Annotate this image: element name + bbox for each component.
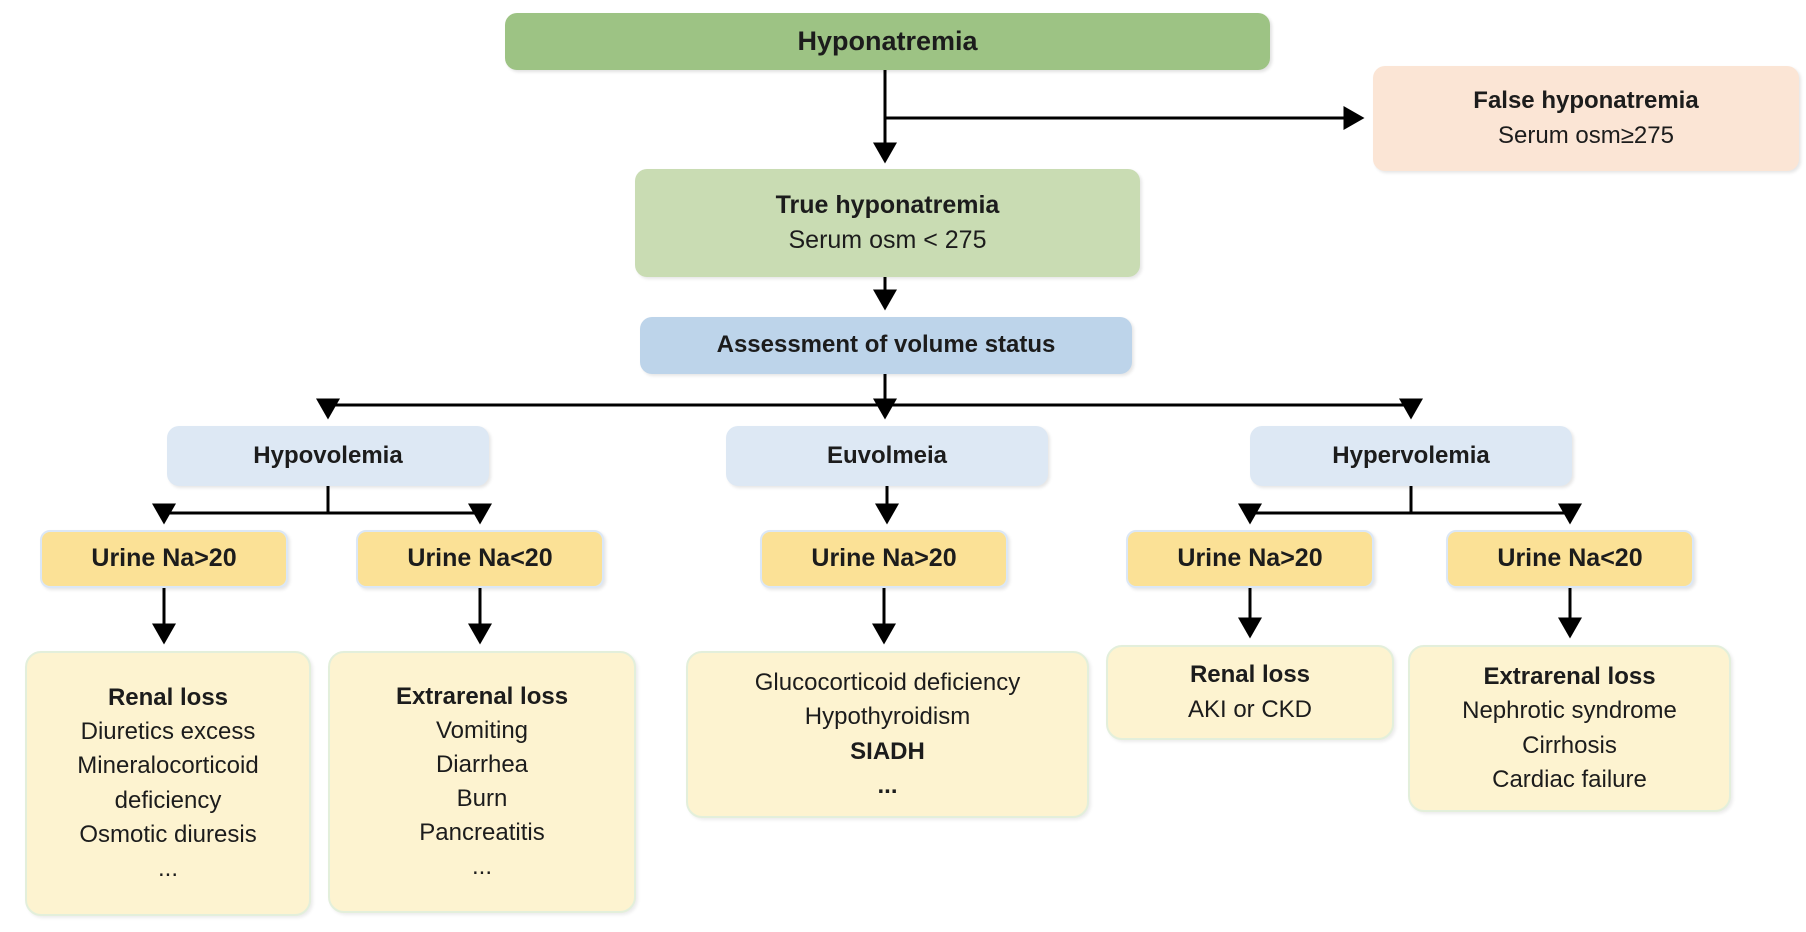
node-extrarenal-loss-hypervolemia: Extrarenal loss Nephrotic syndrome Cirrh…	[1408, 645, 1731, 812]
node-hypervolemia-urine-na-gt20: Urine Na>20	[1126, 530, 1374, 588]
cause-line: ...	[471, 853, 492, 881]
node-extrarenal-loss-hypovolemia: Extrarenal loss Vomiting Diarrhea Burn P…	[328, 651, 636, 913]
node-euvolemic-causes: Glucocorticoid deficiency Hypothyroidism…	[686, 651, 1089, 818]
urine-label: Urine Na>20	[91, 544, 237, 573]
cause-line: Burn	[456, 785, 508, 812]
node-hypovolemia-label: Hypovolemia	[253, 441, 403, 469]
node-assessment-label: Assessment of volume status	[716, 331, 1056, 359]
cause-line: Osmotic diuresis	[79, 820, 257, 848]
node-renal-loss-hypervolemia: Renal loss AKI or CKD	[1106, 645, 1394, 740]
cause-line: Hypothyroidism	[804, 703, 971, 731]
node-euvolmeia-urine-na-gt20: Urine Na>20	[760, 530, 1008, 588]
cause-line: Glucocorticoid deficiency	[754, 669, 1021, 697]
node-hypovolemia: Hypovolemia	[167, 426, 489, 486]
cause-line: Mineralocorticoid deficiency	[77, 752, 259, 814]
cause-line: Vomiting	[435, 716, 529, 744]
cause-line: ...	[157, 854, 178, 882]
cause-line: Cirrhosis	[1522, 731, 1617, 759]
node-hyponatremia: Hyponatremia	[505, 13, 1270, 70]
node-hyponatremia-label: Hyponatremia	[797, 26, 978, 57]
node-euvolmeia-label: Euvolmeia	[826, 441, 948, 469]
cause-line: Cardiac failure	[1492, 765, 1647, 793]
urine-label: Urine Na>20	[1177, 544, 1323, 573]
cause-line: SIADH	[850, 737, 925, 765]
cause-line: Diarrhea	[435, 750, 529, 778]
cause-title: Renal loss	[1189, 661, 1311, 689]
cause-line: Nephrotic syndrome	[1462, 697, 1677, 725]
node-true-hyponatremia-title: True hyponatremia	[775, 190, 1000, 219]
cause-title: Renal loss	[107, 684, 229, 712]
urine-label: Urine Na>20	[811, 544, 957, 573]
node-false-hyponatremia: False hyponatremia Serum osm≥275	[1373, 66, 1799, 171]
node-true-hyponatremia: True hyponatremia Serum osm < 275	[635, 169, 1140, 277]
node-renal-loss-hypovolemia: Renal loss Diuretics excess Mineralocort…	[25, 651, 311, 916]
node-false-hyponatremia-title: False hyponatremia	[1473, 87, 1699, 115]
cause-title: Extrarenal loss	[395, 682, 569, 710]
node-hypervolemia: Hypervolemia	[1250, 426, 1572, 486]
node-assessment-of-volume-status: Assessment of volume status	[640, 317, 1132, 374]
node-hypovolemia-urine-na-lt20: Urine Na<20	[356, 530, 604, 588]
cause-line: Diuretics excess	[80, 718, 256, 746]
node-true-hyponatremia-subtitle: Serum osm < 275	[788, 226, 987, 254]
node-euvolmeia: Euvolmeia	[726, 426, 1048, 486]
urine-label: Urine Na<20	[407, 544, 553, 573]
cause-line: AKI or CKD	[1187, 695, 1313, 723]
node-hypervolemia-label: Hypervolemia	[1332, 441, 1490, 469]
cause-line: ...	[877, 771, 898, 799]
node-false-hyponatremia-subtitle: Serum osm≥275	[1498, 121, 1674, 149]
node-hypervolemia-urine-na-lt20: Urine Na<20	[1446, 530, 1694, 588]
urine-label: Urine Na<20	[1497, 544, 1643, 573]
node-hypovolemia-urine-na-gt20: Urine Na>20	[40, 530, 288, 588]
cause-title: Extrarenal loss	[1483, 663, 1656, 691]
cause-line: Pancreatitis	[419, 819, 545, 847]
